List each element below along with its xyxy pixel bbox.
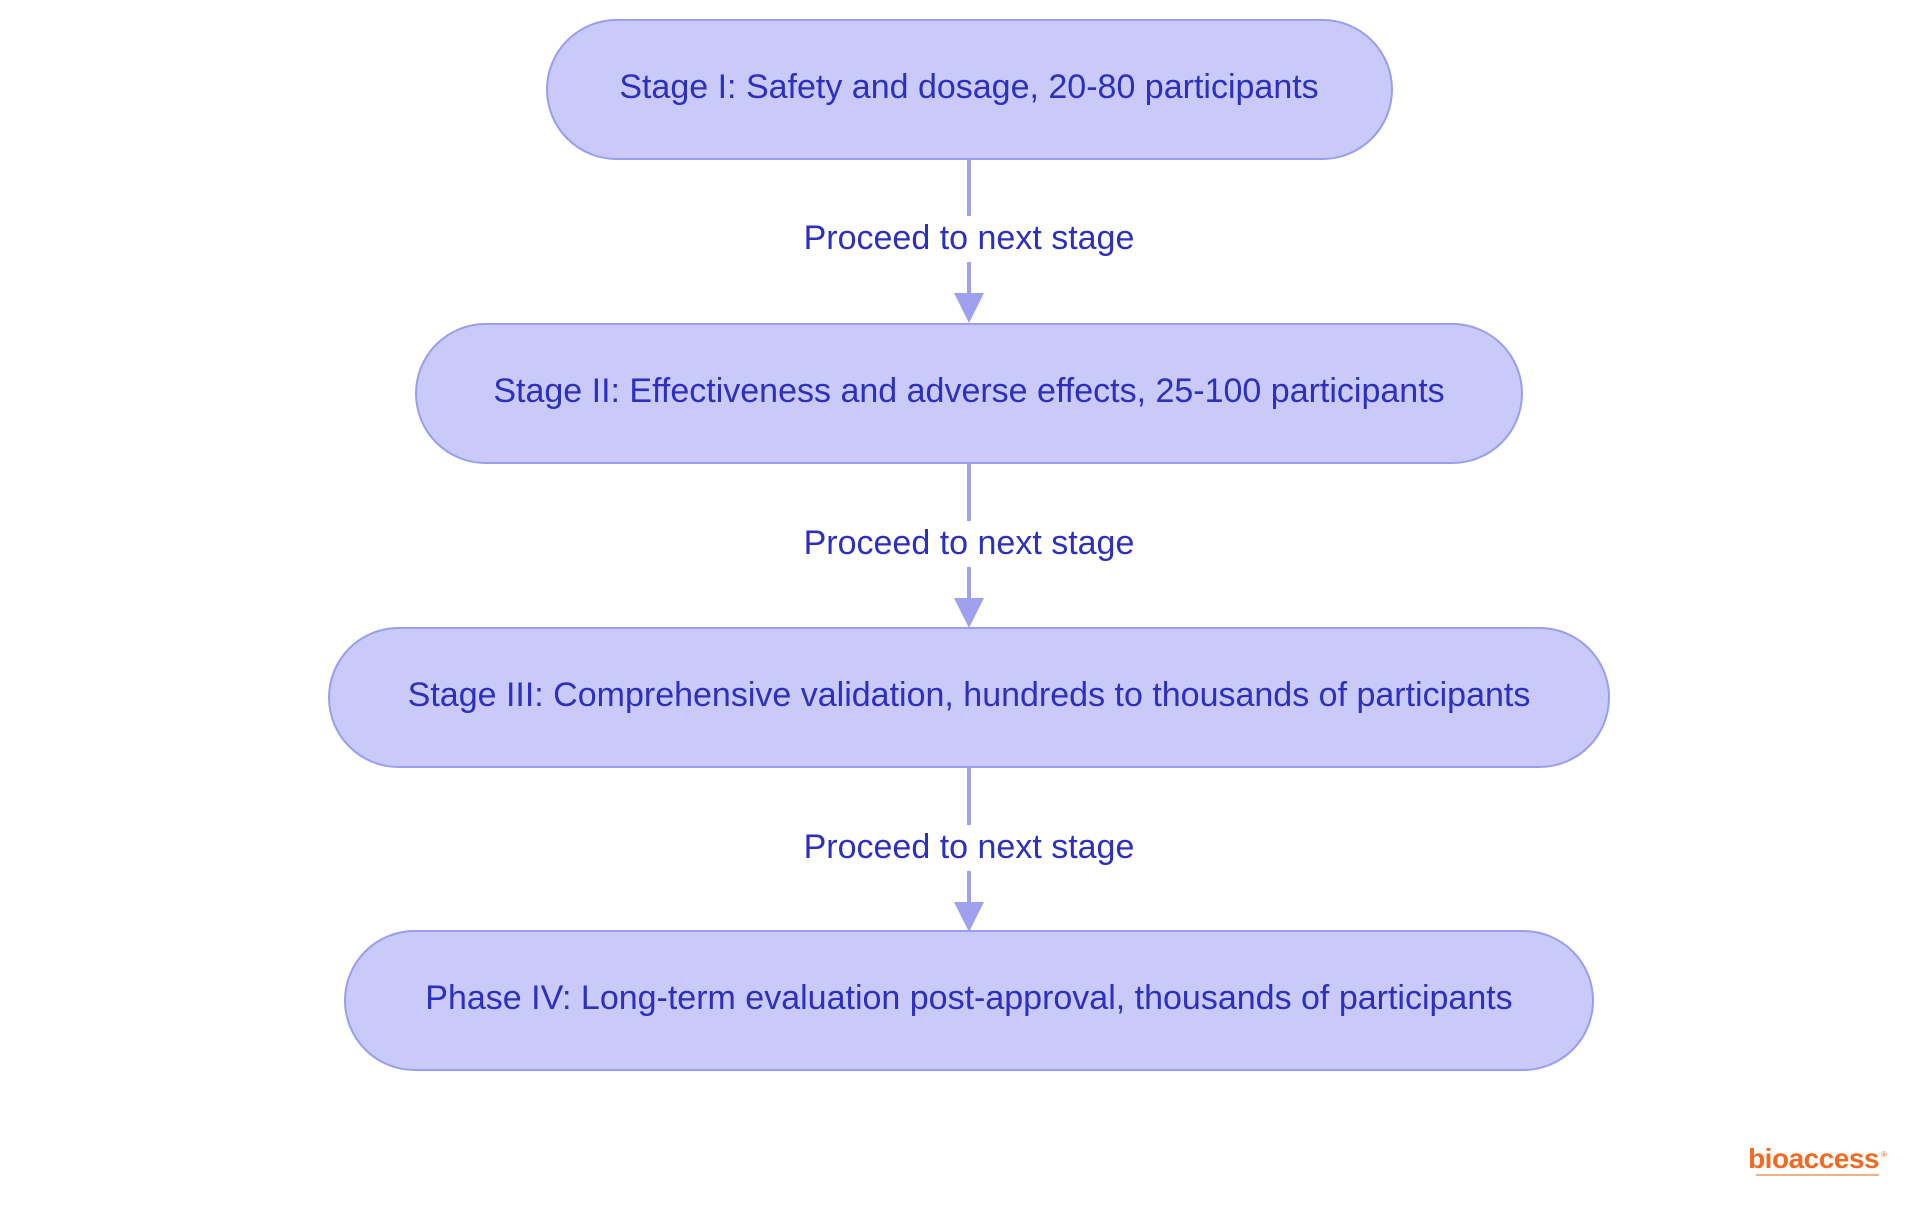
node-phase-4: Phase IV: Long-term evaluation post-appr…	[344, 930, 1594, 1071]
bioaccess-logo: bioaccess ®	[1748, 1143, 1887, 1176]
edge-stage-1-to-stage-2: Proceed to next stage	[780, 158, 1158, 323]
node-stage-2: Stage II: Effectiveness and adverse effe…	[415, 323, 1523, 464]
logo-tagline-line	[1756, 1174, 1879, 1176]
node-label: Phase IV: Long-term evaluation post-appr…	[425, 979, 1512, 1017]
edge-label: Proceed to next stage	[804, 524, 1135, 562]
node-stage-1: Stage I: Safety and dosage, 20-80 partic…	[546, 19, 1393, 160]
node-label: Stage I: Safety and dosage, 20-80 partic…	[619, 68, 1318, 106]
edge-label: Proceed to next stage	[804, 828, 1135, 866]
logo-wordmark: bioaccess	[1748, 1143, 1879, 1174]
node-label: Stage II: Effectiveness and adverse effe…	[493, 372, 1444, 410]
edge-stage-3-to-phase-4: Proceed to next stage	[780, 767, 1158, 932]
logo-registered-mark: ®	[1881, 1150, 1887, 1159]
edge-label: Proceed to next stage	[804, 219, 1135, 257]
edge-stage-2-to-stage-3: Proceed to next stage	[780, 463, 1158, 628]
node-label: Stage III: Comprehensive validation, hun…	[408, 676, 1531, 714]
node-stage-3: Stage III: Comprehensive validation, hun…	[328, 627, 1610, 768]
